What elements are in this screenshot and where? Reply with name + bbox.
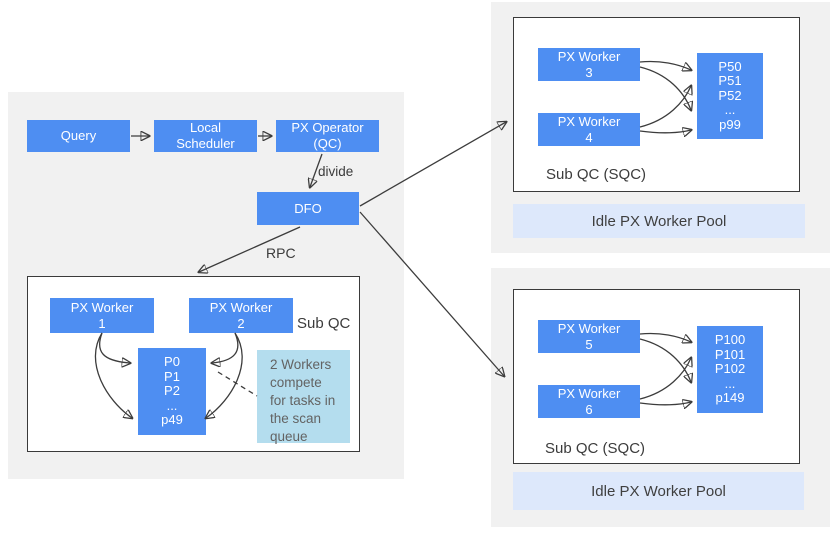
queue-item: P2 [164,383,180,399]
queue-item: P101 [714,346,746,362]
queue-item: ... [724,375,736,391]
queue-item: p99 [719,116,741,132]
scan-queue-local: P0 P1 P2 ... p49 [138,348,206,435]
sub-qc-label-local: Sub QC [297,315,351,332]
px-operator-box: PX Operator (QC) [276,120,379,152]
queue-item: P102 [714,361,746,377]
queue-item: p49 [161,412,183,428]
query-box: Query [27,120,130,152]
queue-item: p149 [715,390,745,406]
queue-item: P51 [718,73,742,89]
px-worker-3-box: PX Worker 3 [538,48,640,81]
sub-qc-label-bottom: Sub QC (SQC) [545,440,646,457]
queue-item: P0 [164,354,180,370]
queue-item: P52 [718,87,742,103]
rpc-label: RPC [266,245,296,261]
px-worker-4-box: PX Worker 4 [538,113,640,146]
queue-item: ... [724,102,736,118]
px-worker-6-box: PX Worker 6 [538,385,640,418]
scan-queue-top: P50 P51 P52 ... p99 [697,53,763,139]
idle-pool-label: Idle PX Worker Pool [591,212,727,230]
px-worker-2-box: PX Worker 2 [189,298,293,333]
dfo-box: DFO [257,192,359,225]
sub-qc-label-top: Sub QC (SQC) [546,166,647,183]
idle-pool-label: Idle PX Worker Pool [591,482,726,500]
local-scheduler-box: Local Scheduler [154,120,257,152]
queue-item: P100 [714,332,746,348]
px-worker-1-box: PX Worker 1 [50,298,154,333]
idle-px-worker-pool-top: Idle PX Worker Pool [513,204,805,238]
idle-px-worker-pool-bottom: Idle PX Worker Pool [513,472,804,510]
queue-item: ... [166,397,178,413]
note-box: 2 Workers compete for tasks in the scan … [257,350,350,444]
px-worker-5-box: PX Worker 5 [538,320,640,353]
scan-queue-bottom: P100 P101 P102 ... p149 [697,326,763,413]
queue-item: P1 [164,368,180,384]
queue-item: P50 [718,58,742,74]
divide-label: divide [318,164,354,179]
